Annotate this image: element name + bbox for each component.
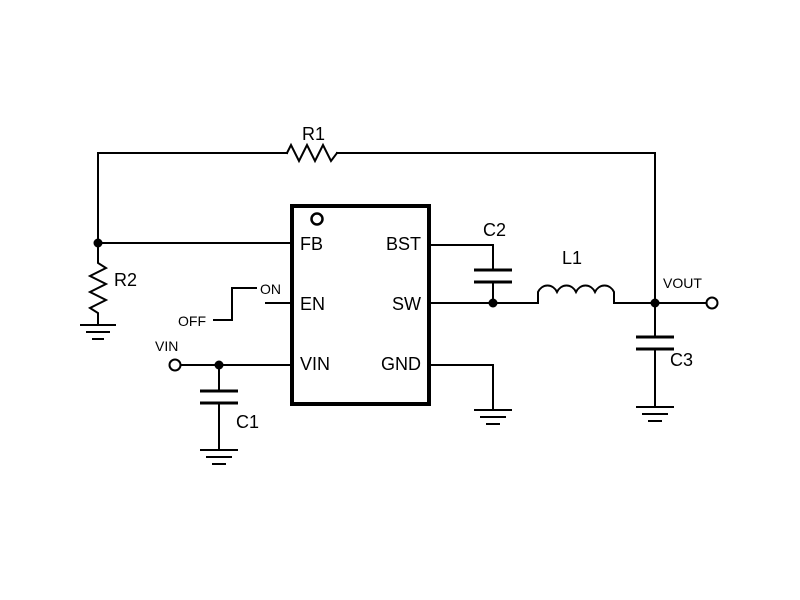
vout-output: VOUT — [613, 275, 719, 310]
regulator-ic — [290, 204, 431, 406]
pin-vin-label: VIN — [300, 354, 330, 374]
vin-input: VIN — [155, 338, 291, 372]
capacitor-c3: C3 — [636, 302, 693, 408]
feedback-top-wire — [97, 152, 656, 304]
ground-symbol-r2 — [80, 324, 116, 340]
pin-en-label: EN — [300, 294, 325, 314]
sw-junction-dot — [488, 298, 498, 308]
c3-label: C3 — [670, 350, 693, 370]
capacitor-c1: C1 — [200, 364, 259, 451]
r2-label: R2 — [114, 270, 137, 290]
pin1-marker-icon — [310, 212, 324, 226]
vin-net-label: VIN — [155, 338, 178, 354]
pin-bst-label: BST — [386, 234, 421, 254]
en-on-label: ON — [260, 281, 281, 297]
gnd-pin-wire — [428, 364, 494, 411]
en-off-label: OFF — [178, 313, 206, 329]
resistor-r1: R1 — [285, 124, 339, 164]
enable-switch: ON OFF — [178, 281, 291, 329]
ground-symbol-ic — [474, 409, 512, 425]
inductor-l1: L1 — [537, 248, 615, 304]
vout-terminal-icon — [705, 296, 719, 310]
pin-gnd-label: GND — [381, 354, 421, 374]
pin-sw-label: SW — [392, 294, 421, 314]
bootstrap-capacitor-c2: C2 — [428, 220, 512, 304]
r1-label: R1 — [302, 124, 325, 144]
resistor-r2: R2 — [87, 242, 137, 326]
ground-symbol-c3 — [636, 406, 674, 422]
vout-net-label: VOUT — [663, 275, 702, 291]
c2-label: C2 — [483, 220, 506, 240]
c1-label: C1 — [236, 412, 259, 432]
ground-symbol-c1 — [200, 449, 238, 465]
vin-terminal-icon — [168, 358, 182, 372]
pin-fb-label: FB — [300, 234, 323, 254]
l1-label: L1 — [562, 248, 582, 268]
